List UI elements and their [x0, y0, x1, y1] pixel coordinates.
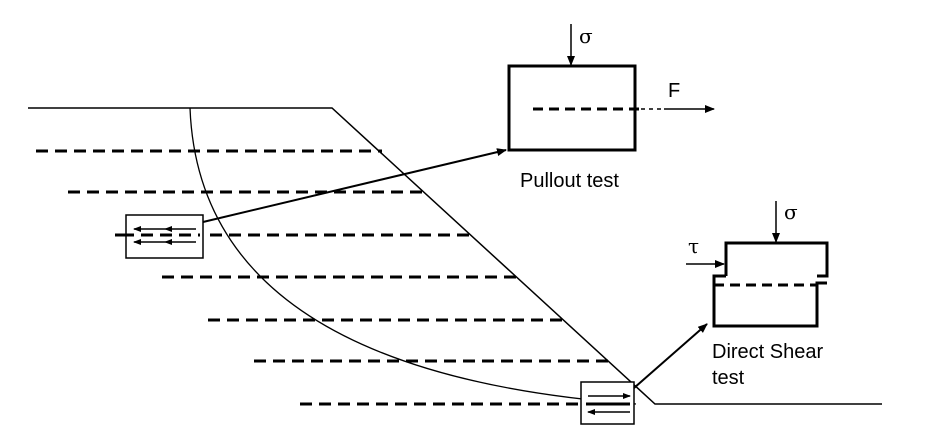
shear-upper-half — [724, 241, 829, 278]
shear-caption-line1: Direct Shear — [712, 341, 824, 363]
direct-shear-box — [686, 201, 829, 328]
pullout-force-label: F — [668, 80, 681, 102]
pullout-test-box — [507, 24, 715, 152]
shear-lower-half — [712, 274, 827, 328]
shear-tau-label: τ — [688, 234, 700, 258]
shear-caption-line2: test — [712, 367, 745, 389]
pullout-caption: Pullout test — [520, 170, 619, 192]
slip-surface — [189, 107, 637, 405]
shear-connector-arrow — [633, 323, 708, 389]
pullout-element — [122, 214, 204, 259]
slope-profile — [28, 107, 882, 405]
pullout-connector-arrow — [202, 148, 507, 223]
shear-sigma-label: σ — [784, 200, 798, 224]
pullout-sigma-label: σ — [579, 24, 593, 48]
shear-element — [580, 381, 635, 425]
